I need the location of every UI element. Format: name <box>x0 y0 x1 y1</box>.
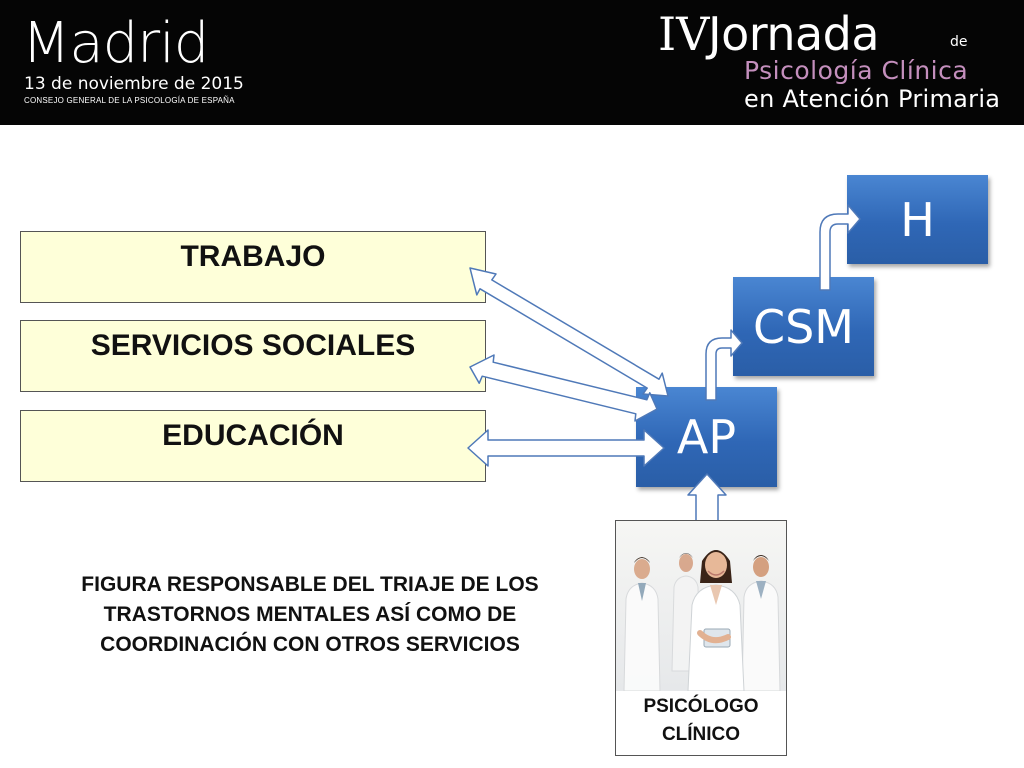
event-subtitle-line1: Psicología Clínica <box>744 56 969 85</box>
level-block-ap: AP <box>636 387 777 487</box>
event-title-word: Jornada <box>708 7 880 61</box>
role-description: FIGURA RESPONSABLE DEL TRIAJE DE LOS TRA… <box>20 570 600 660</box>
clinician-label-line: PSICÓLOGO <box>643 696 759 717</box>
medical-team-picture <box>616 521 786 692</box>
role-description-line: TRASTORNOS MENTALES ASÍ COMO DE <box>103 603 517 626</box>
clinician-photo-card: PSICÓLOGO CLÍNICO <box>615 520 787 756</box>
city-title: Madrid <box>22 11 209 76</box>
level-label: AP <box>676 410 737 464</box>
level-label: H <box>900 192 935 247</box>
role-description-line: COORDINACIÓN CON OTROS SERVICIOS <box>100 633 520 656</box>
double-arrow-trabajo <box>469 267 669 397</box>
level-label: CSM <box>752 299 854 354</box>
event-date: 13 de noviembre de 2015 <box>24 74 244 94</box>
doctor-figure <box>687 550 745 692</box>
doctor-figure <box>741 555 781 692</box>
level-block-csm: CSM <box>733 277 874 376</box>
edition-number: IV <box>658 7 710 61</box>
level-block-h: H <box>847 175 988 264</box>
service-box-trabajo: TRABAJO <box>20 231 486 303</box>
event-header: Madrid 13 de noviembre de 2015 CONSEJO G… <box>0 0 1024 125</box>
event-title-de: de <box>950 34 968 50</box>
event-subtitle-line2: en Atención Primaria <box>744 85 1001 113</box>
service-label: TRABAJO <box>180 240 326 273</box>
bent-arrow-csm-to-h <box>819 204 861 291</box>
service-label: SERVICIOS SOCIALES <box>90 329 416 362</box>
service-box-educacion: EDUCACIÓN <box>20 410 486 482</box>
service-label: EDUCACIÓN <box>162 419 344 452</box>
service-box-servicios-sociales: SERVICIOS SOCIALES <box>20 320 486 392</box>
clinician-label-line: CLÍNICO <box>661 724 741 745</box>
doctor-figure <box>623 557 661 692</box>
clinician-label: PSICÓLOGO CLÍNICO <box>616 693 786 749</box>
double-arrow-servicios-sociales <box>469 354 658 422</box>
double-arrow-educacion <box>467 429 665 467</box>
bent-arrow-ap-to-csm <box>705 329 743 401</box>
role-description-line: FIGURA RESPONSABLE DEL TRIAJE DE LOS <box>81 573 539 596</box>
organizer-name: CONSEJO GENERAL DE LA PSICOLOGÍA DE ESPA… <box>24 96 235 105</box>
